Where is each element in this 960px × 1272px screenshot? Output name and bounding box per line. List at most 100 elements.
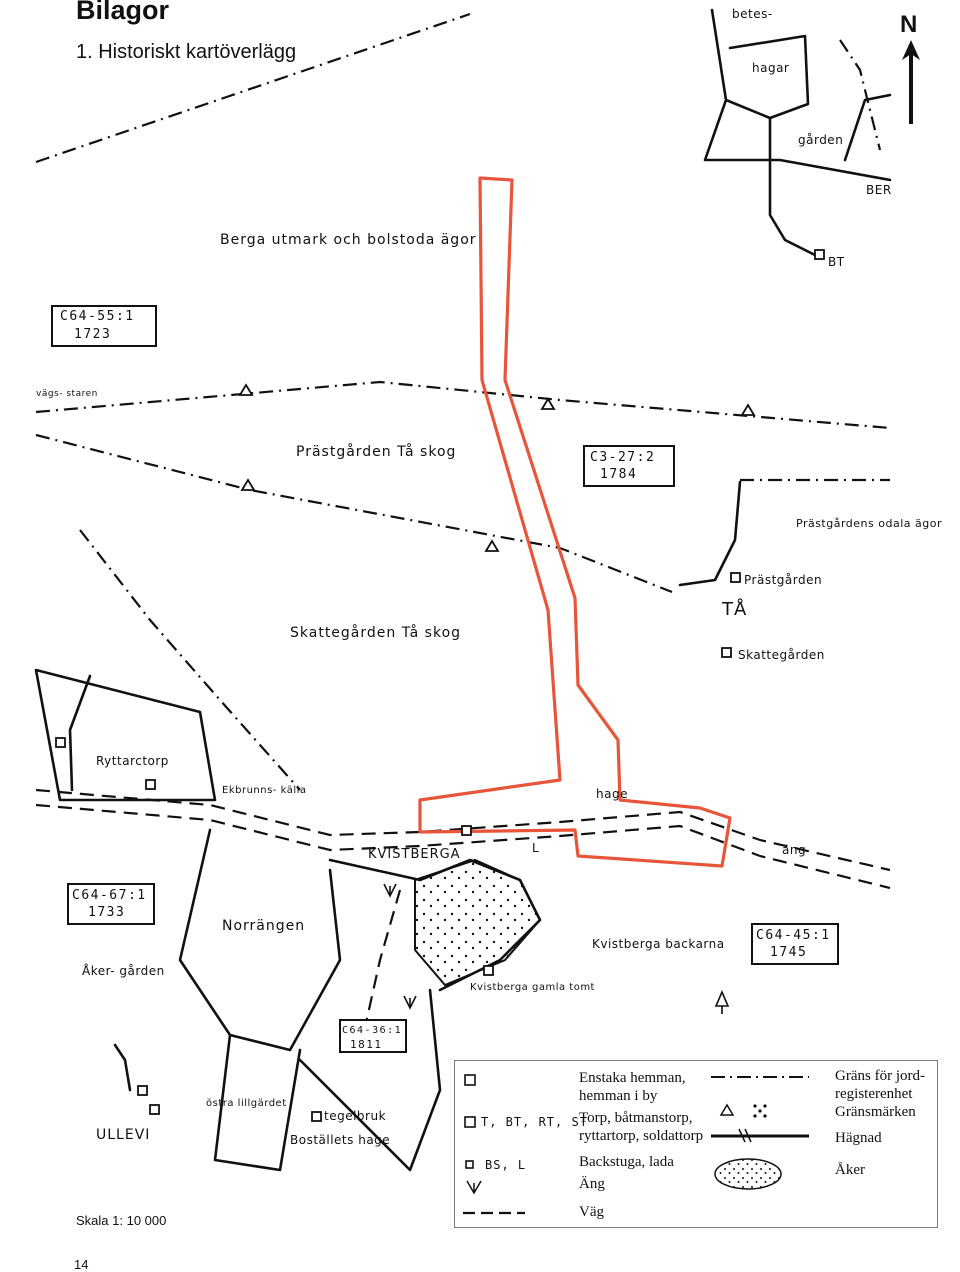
legend-bs-code: BS, L xyxy=(485,1158,527,1172)
label-kvistberga-gamla: Kvistberga gamla tomt xyxy=(470,982,595,993)
boundary-markers xyxy=(238,383,756,552)
square-icon xyxy=(461,825,472,836)
label-prastgardens-odala: Prästgårdens odala ägor xyxy=(796,517,942,530)
square-icon xyxy=(483,965,494,976)
ref-year: 1733 xyxy=(88,905,125,920)
north-label: N xyxy=(900,11,917,38)
fence-line xyxy=(728,34,810,120)
label-edges: vägs- staren xyxy=(36,389,98,399)
fence-line xyxy=(68,674,92,792)
square-icon xyxy=(137,1085,148,1096)
label-berga: Berga utmark och bolstoda ägor xyxy=(220,232,477,248)
ref-code: C64-45:1 xyxy=(756,928,831,943)
label-bostallets: Boställets hage xyxy=(290,1133,390,1147)
farm-markers xyxy=(55,249,825,1122)
meadow-markers xyxy=(383,883,417,1010)
legend-aker: Åker xyxy=(835,1162,865,1178)
label-betes: betes- xyxy=(732,7,773,21)
square-icon xyxy=(149,1104,160,1115)
map-ref-box: C64-67:1 1733 xyxy=(67,883,155,925)
legend-grans: Gräns för jord- xyxy=(835,1068,925,1084)
legend-backstuga: Backstuga, lada xyxy=(579,1154,674,1170)
square-icon xyxy=(145,779,156,790)
fence-line xyxy=(213,1033,302,1172)
fence-line xyxy=(710,8,817,257)
small-square-icon xyxy=(465,1160,474,1169)
label-ekbrunns: Ekbrunns- källa xyxy=(222,785,307,796)
ref-code: C3-27:2 xyxy=(590,450,655,465)
label-norrangen: Norrängen xyxy=(222,918,305,934)
triangle-icon xyxy=(240,478,256,491)
triangle-icon xyxy=(740,403,756,416)
tree-icon xyxy=(714,989,730,1014)
legend-torp2: ryttartorp, soldattorp xyxy=(579,1128,704,1144)
fence-symbol xyxy=(711,1128,809,1143)
label-kvistberga-backarna: Kvistberga backarna xyxy=(592,937,725,951)
square-icon xyxy=(464,1074,476,1086)
fence-line xyxy=(298,988,442,1172)
page-title: Bilagor xyxy=(76,0,170,25)
ref-code: C64-36:1 xyxy=(342,1025,402,1036)
boundary-symbol xyxy=(711,1076,809,1078)
legend-torp: Torp, båtmanstorp, xyxy=(579,1110,693,1126)
label-ang: äng xyxy=(782,843,806,857)
legend-single-farm: Enstaka hemman, xyxy=(579,1070,686,1086)
label-ostra: östra lillgärdet xyxy=(206,1098,287,1109)
meadow-icon xyxy=(383,883,397,898)
map-ref-box: C64-55:1 1723 xyxy=(51,305,157,347)
legend-gransmarken: Gränsmärken xyxy=(835,1104,916,1120)
label-garden: gården xyxy=(798,133,843,147)
legend-hagnad: Hägnad xyxy=(835,1130,882,1146)
map-ref-box: C3-27:2 1784 xyxy=(583,445,675,487)
boundary-line xyxy=(35,12,471,164)
ref-year: 1745 xyxy=(770,945,807,960)
legend-vag: Väg xyxy=(579,1204,604,1220)
label-ta: TÅ xyxy=(721,598,747,620)
square-icon xyxy=(730,572,741,583)
scale-label: Skala 1: 10 000 xyxy=(76,1213,167,1228)
label-ber: BER xyxy=(866,183,892,197)
fence-line xyxy=(678,480,742,587)
triangle-icon xyxy=(238,383,254,396)
label-prastgarden: Prästgården xyxy=(744,573,822,587)
ref-year: 1723 xyxy=(74,327,111,342)
field-symbol xyxy=(714,1158,782,1190)
legend-grans2: registerenhet xyxy=(835,1086,913,1102)
boundary-line xyxy=(79,529,301,791)
boundary-line xyxy=(35,433,673,594)
label-ullevi: ULLEVI xyxy=(96,1127,150,1143)
square-icon xyxy=(814,249,825,260)
label-ryttartorp: Ryttarctorp xyxy=(96,754,169,768)
square-icon xyxy=(55,737,66,748)
square-icon xyxy=(721,647,732,658)
route-overlay xyxy=(418,176,732,868)
label-akergarden: Åker- gården xyxy=(82,963,165,978)
label-tegelbruk: tegelbruk xyxy=(324,1109,386,1123)
map-legend: Enstaka hemman, hemman i by T, BT, RT, S… xyxy=(454,1060,938,1228)
page-number: 14 xyxy=(74,1257,89,1272)
fence-line xyxy=(113,1043,132,1092)
square-icon xyxy=(464,1116,476,1128)
label-skattegarden: Skattegården xyxy=(738,648,825,662)
label-bt: BT xyxy=(828,255,845,269)
field-area xyxy=(414,858,542,987)
label-hagar: hagar xyxy=(752,61,789,75)
square-icon xyxy=(311,1111,322,1122)
boundary-line xyxy=(839,39,882,151)
label-kvistberga: KVISTBERGA xyxy=(368,847,461,862)
legend-torp-code: T, BT, RT, ST xyxy=(481,1115,588,1129)
arrow-head-icon xyxy=(902,40,920,60)
label-prastgarden-skog: Prästgården Tå skog xyxy=(296,443,456,460)
boundary-marker-symbol xyxy=(719,1103,767,1118)
label-l: L xyxy=(532,841,539,855)
label-hage: hage xyxy=(596,787,628,801)
legend-ang: Äng xyxy=(579,1176,605,1192)
page-subtitle: 1. Historiskt kartöverlägg xyxy=(76,41,297,63)
meadow-icon xyxy=(466,1180,482,1195)
ref-code: C64-67:1 xyxy=(72,888,147,903)
meadow-icon xyxy=(403,995,417,1010)
ref-year: 1811 xyxy=(350,1038,383,1051)
north-arrow: N xyxy=(900,11,920,124)
fence-line xyxy=(178,828,342,1052)
road-symbol xyxy=(463,1211,525,1215)
